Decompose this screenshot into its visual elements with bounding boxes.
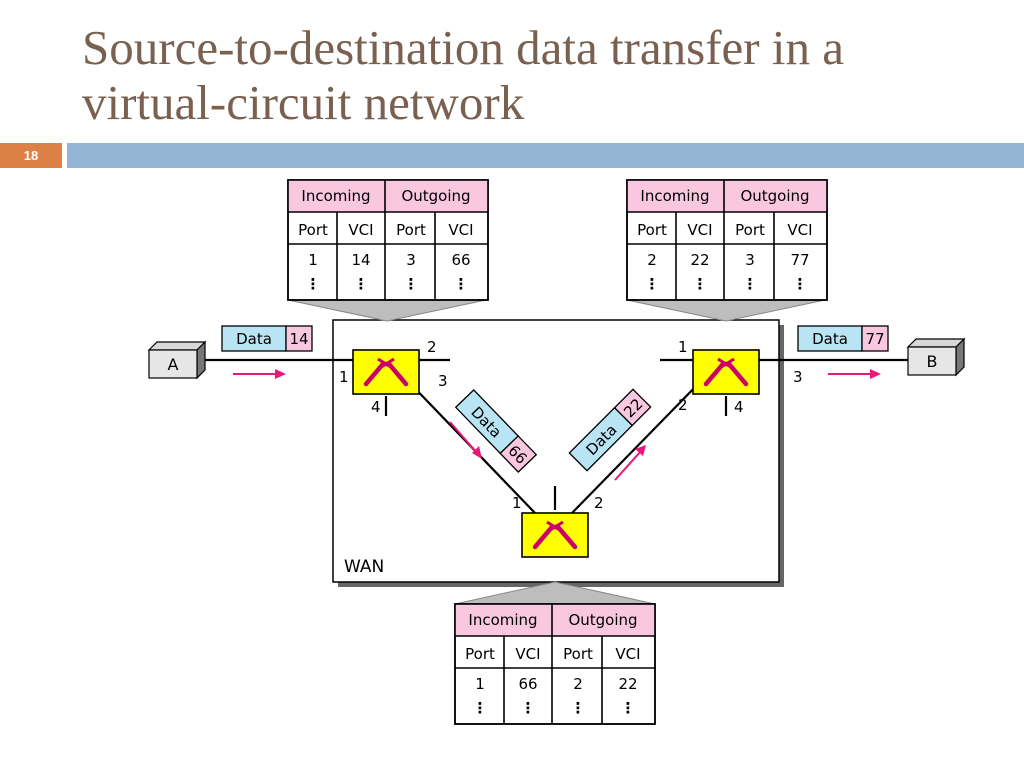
table-col-port: Port bbox=[563, 645, 593, 663]
table-cell-out-vci: 22 bbox=[618, 675, 637, 693]
table-col-port: Port bbox=[298, 221, 328, 239]
slide-title-line-1: Source-to-destination data transfer in a bbox=[82, 20, 844, 75]
table-col-vci: VCI bbox=[348, 221, 373, 239]
frame-data-label: Data bbox=[812, 330, 848, 348]
host-b-label: B bbox=[927, 352, 938, 371]
table-cell-out-vci: 66 bbox=[451, 251, 470, 269]
frame-a-to-switch1: Data 14 bbox=[221, 325, 313, 352]
table-col-port: Port bbox=[735, 221, 765, 239]
table-ellipsis: ⋮ bbox=[621, 699, 636, 717]
arrow-switch1-to-switch3 bbox=[449, 421, 482, 459]
arrow-a-to-switch1 bbox=[233, 369, 286, 379]
table-cell-in-vci: 22 bbox=[690, 251, 709, 269]
table-header-incoming: Incoming bbox=[301, 187, 370, 205]
table-cell-in-port: 1 bbox=[308, 251, 318, 269]
table-header-outgoing: Outgoing bbox=[740, 187, 809, 205]
table-col-port: Port bbox=[637, 221, 667, 239]
table-cell-out-port: 3 bbox=[745, 251, 755, 269]
frame-vci-label: 14 bbox=[289, 330, 308, 348]
wan-label: WAN bbox=[344, 557, 384, 577]
table-col-port: Port bbox=[396, 221, 426, 239]
host-a: A bbox=[147, 340, 207, 380]
table-ellipsis: ⋮ bbox=[354, 275, 369, 293]
switch2-port2-label: 2 bbox=[678, 396, 688, 414]
table-header-outgoing: Outgoing bbox=[401, 187, 470, 205]
table-col-vci: VCI bbox=[448, 221, 473, 239]
table-ellipsis: ⋮ bbox=[306, 275, 321, 293]
slide-title-line-2: virtual-circuit network bbox=[82, 75, 525, 130]
table-ellipsis: ⋮ bbox=[454, 275, 469, 293]
switch1-port3-label: 3 bbox=[438, 372, 448, 390]
link-switch3-to-switch2 bbox=[571, 377, 705, 514]
table-cell-in-port: 2 bbox=[647, 251, 657, 269]
table-ellipsis: ⋮ bbox=[645, 275, 660, 293]
table-ellipsis: ⋮ bbox=[693, 275, 708, 293]
table-right-callout bbox=[626, 299, 826, 322]
switch-3 bbox=[522, 513, 588, 557]
switch2-port1-label: 1 bbox=[678, 338, 688, 356]
table-ellipsis: ⋮ bbox=[743, 275, 758, 293]
table-left-callout bbox=[287, 299, 487, 322]
frame-data-label: Data bbox=[236, 330, 272, 348]
table-col-vci: VCI bbox=[787, 221, 812, 239]
slide-number-badge: 18 bbox=[0, 143, 62, 168]
table-col-vci: VCI bbox=[615, 645, 640, 663]
table-ellipsis: ⋮ bbox=[473, 699, 488, 717]
title-underline-bar bbox=[67, 143, 1024, 168]
switch1-port1-label: 1 bbox=[339, 368, 349, 386]
switch2-port3-label: 3 bbox=[793, 368, 803, 386]
frame-vci-label: 77 bbox=[865, 330, 884, 348]
table-ellipsis: ⋮ bbox=[571, 699, 586, 717]
table-header-incoming: Incoming bbox=[640, 187, 709, 205]
table-ellipsis: ⋮ bbox=[793, 275, 808, 293]
host-a-label: A bbox=[168, 355, 179, 374]
switch3-port2-label: 2 bbox=[594, 494, 604, 512]
switch-table-right: Incoming Outgoing Port VCI Port VCI 2 22… bbox=[626, 179, 828, 301]
table-col-vci: VCI bbox=[515, 645, 540, 663]
table-ellipsis: ⋮ bbox=[404, 275, 419, 293]
switch1-port2-label: 2 bbox=[427, 338, 437, 356]
frame-switch2-to-b: Data 77 bbox=[797, 325, 889, 352]
table-col-vci: VCI bbox=[687, 221, 712, 239]
table-cell-in-port: 1 bbox=[475, 675, 485, 693]
arrow-switch2-to-b bbox=[828, 369, 881, 379]
table-cell-in-vci: 66 bbox=[518, 675, 537, 693]
table-col-port: Port bbox=[465, 645, 495, 663]
switch-2 bbox=[693, 350, 759, 394]
table-cell-out-port: 3 bbox=[406, 251, 416, 269]
arrow-switch3-to-switch2 bbox=[614, 445, 646, 481]
host-b: B bbox=[906, 337, 966, 377]
switch3-port1-label: 1 bbox=[512, 494, 522, 512]
switch2-port4-label: 4 bbox=[734, 398, 744, 416]
table-header-outgoing: Outgoing bbox=[568, 611, 637, 629]
table-cell-out-vci: 77 bbox=[790, 251, 809, 269]
table-header-incoming: Incoming bbox=[468, 611, 537, 629]
switch1-port4-label: 4 bbox=[371, 398, 381, 416]
switch-table-bottom: Incoming Outgoing Port VCI Port VCI 1 66… bbox=[454, 603, 656, 725]
table-cell-out-port: 2 bbox=[573, 675, 583, 693]
switch-table-left: Incoming Outgoing Port VCI Port VCI 1 14… bbox=[287, 179, 489, 301]
table-ellipsis: ⋮ bbox=[521, 699, 536, 717]
slide-title: Source-to-destination data transfer in a… bbox=[82, 20, 1002, 130]
switch-1 bbox=[353, 350, 419, 394]
table-cell-in-vci: 14 bbox=[351, 251, 370, 269]
